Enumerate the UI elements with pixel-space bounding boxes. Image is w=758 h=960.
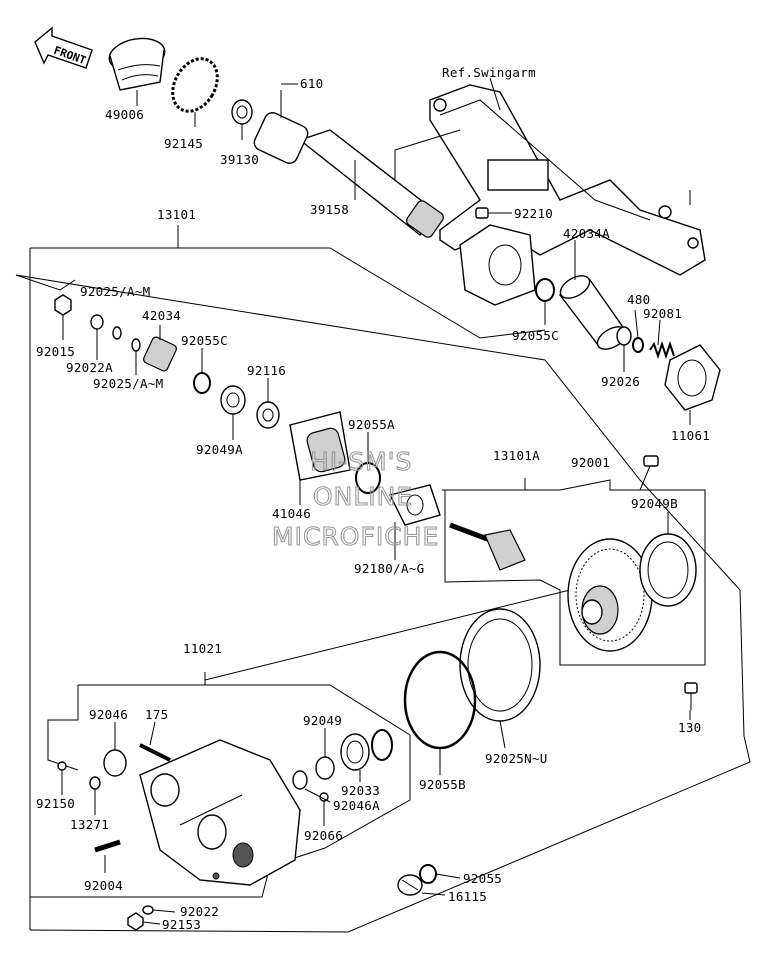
leader-lines [61, 77, 691, 925]
part-label: 92055B [419, 777, 466, 792]
part-label: 13271 [70, 817, 109, 832]
bearing-92046 [103, 749, 127, 777]
pinion-gear [449, 522, 526, 571]
part-label: 92055A [348, 417, 395, 432]
spring-92081 [649, 340, 675, 360]
part-label: 92055 [463, 871, 502, 886]
shim-92025nu [459, 608, 541, 722]
group-bracket-13101 [15, 225, 751, 933]
o-ring-92055c-left [193, 372, 211, 394]
shim-92025-top [112, 326, 122, 340]
part-label: 92025/A~M [93, 376, 163, 391]
drive-shaft [253, 90, 444, 238]
part-label: 92033 [341, 783, 380, 798]
part-label: 41046 [272, 506, 311, 521]
part-labels: Ref.Swingarm 49006 92145 610 39130 39158… [36, 65, 710, 932]
part-label: 480 [627, 292, 650, 307]
part-label: 92055C [181, 333, 228, 348]
part-label: 92022A [66, 360, 113, 375]
bolt-130 [684, 682, 698, 710]
swingarm-reference [394, 84, 706, 276]
part-label: 42034A [563, 226, 610, 241]
part-label: 92049B [631, 496, 678, 511]
group-bracket-13101A [442, 478, 706, 666]
group-bracket-11021 [30, 589, 571, 898]
part-label: 11021 [183, 641, 222, 656]
part-label: 92004 [84, 878, 123, 893]
bearing-92049 [315, 756, 335, 780]
o-ring-92055c-right [535, 278, 555, 302]
bolt-92210 [475, 207, 512, 219]
washer-13271 [89, 776, 101, 790]
part-label: Ref.Swingarm [442, 65, 536, 80]
bolt-92150-icon [57, 761, 67, 771]
clamp-92145 [171, 57, 219, 113]
stud-92004 [94, 839, 121, 853]
part-label: 11061 [671, 428, 710, 443]
part-label: 92046 [89, 707, 128, 722]
part-label: 39158 [310, 202, 349, 217]
part-label: 92046A [333, 798, 380, 813]
part-label: 16115 [448, 889, 487, 904]
nut-92015-icon [54, 294, 72, 316]
stud-175 [139, 743, 171, 762]
part-label: 92210 [514, 206, 553, 221]
watermark-line-1: HI-SM'S [310, 447, 412, 476]
o-ring-92055b [403, 650, 477, 750]
part-label: 92025/A~M [80, 284, 150, 299]
part-label: 92153 [162, 917, 201, 932]
o-ring-480 [632, 337, 644, 353]
part-label: 92001 [571, 455, 610, 470]
watermark-line-2: ONLINE [313, 482, 413, 511]
cover-11021 [139, 739, 301, 886]
bolt-92153-icon [127, 912, 144, 931]
part-label: 92015 [36, 344, 75, 359]
part-label: 92116 [247, 363, 286, 378]
part-label: 610 [300, 76, 323, 91]
part-label: 13101 [157, 207, 196, 222]
part-label: 92026 [601, 374, 640, 389]
part-label: 92022 [180, 904, 219, 919]
ring-gear [567, 538, 653, 652]
part-label: 130 [678, 720, 701, 735]
coupling-42034 [143, 336, 177, 372]
bearing-92116 [256, 401, 280, 429]
bearing-92049a [220, 385, 246, 415]
watermark-line-3: MICROFICHE [272, 522, 439, 551]
part-label: 39130 [220, 152, 259, 167]
part-label: 92049A [196, 442, 243, 457]
bolt-92001 [639, 455, 659, 491]
part-label: 92055C [512, 328, 559, 343]
part-label: 42034 [142, 308, 181, 323]
seal-39130 [231, 99, 253, 125]
front-arrow-icon: FRONT [34, 26, 93, 69]
washer-92026 [616, 326, 632, 346]
washer-92022a [90, 314, 104, 330]
bearing-92033 [340, 733, 370, 771]
gasket-11061 [664, 344, 721, 411]
shim-92025-bot [131, 338, 141, 352]
boot-49006 [108, 37, 166, 91]
housing-41046 [289, 411, 351, 481]
part-label: 92049 [303, 713, 342, 728]
part-label: 49006 [105, 107, 144, 122]
part-label: 92081 [643, 306, 682, 321]
shim-92180 [388, 484, 441, 526]
part-label: 13101A [493, 448, 540, 463]
housing-flange [459, 224, 536, 306]
part-label: 92180/A~G [354, 561, 424, 576]
bearing-92049b [639, 533, 697, 607]
o-ring-92055 [419, 864, 437, 884]
cap-16115 [397, 874, 423, 896]
part-label: 175 [145, 707, 168, 722]
sleeve-92046a [292, 770, 308, 790]
part-label: 92150 [36, 796, 75, 811]
watermark: HI-SM'S ONLINE MICROFICHE [271, 446, 439, 551]
part-label: 92066 [304, 828, 343, 843]
washer-92022 [142, 905, 154, 915]
part-label: 92145 [164, 136, 203, 151]
ring-right [371, 729, 393, 761]
part-label: 92025N~U [485, 751, 548, 766]
